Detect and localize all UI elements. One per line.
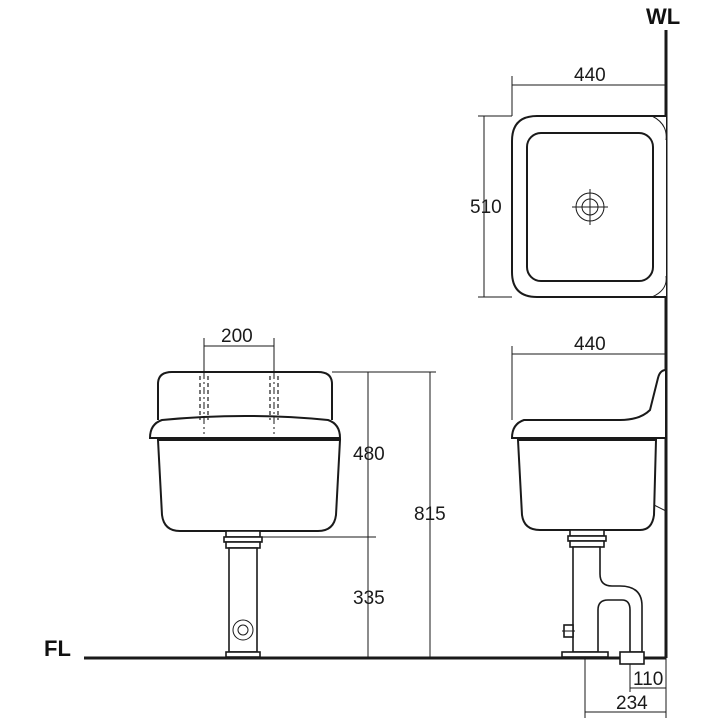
front-floor-to-basin-value: 335 <box>353 588 385 609</box>
side-trap-offset-dimension: 110 <box>629 664 666 692</box>
front-total-height-value: 815 <box>414 504 446 525</box>
front-total-height-dimension: 815 <box>376 371 446 658</box>
side-view: 440 110 234 <box>510 334 667 718</box>
wall-label: WL <box>646 4 680 29</box>
side-trap-foot <box>619 651 645 665</box>
front-tap-spacing-dimension: 200 <box>203 326 275 372</box>
front-view: 200 480 335 815 <box>148 326 446 658</box>
side-basin-body <box>516 439 658 531</box>
front-tap-spacing-value: 200 <box>221 326 253 347</box>
top-view: 440 510 <box>470 65 667 298</box>
side-width-value: 440 <box>574 334 606 355</box>
top-width-dimension: 440 <box>511 65 666 116</box>
top-depth-dimension: 510 <box>470 115 512 298</box>
side-width-dimension: 440 <box>511 334 666 420</box>
front-basin-rim <box>148 415 342 439</box>
side-trap-depth-dimension: 234 <box>584 658 667 718</box>
top-depth-value: 510 <box>470 197 502 218</box>
front-tap-holes <box>199 372 279 434</box>
front-waste-fitting <box>223 530 263 549</box>
side-cleanout-icon <box>562 624 575 638</box>
front-basin-backsplash <box>157 371 333 420</box>
side-waste-fitting <box>567 529 607 548</box>
side-trap-pipe <box>572 546 643 653</box>
front-cleanout-icon <box>232 619 254 641</box>
front-basin-height-value: 480 <box>353 444 385 465</box>
side-trap-offset-value: 110 <box>633 669 663 690</box>
front-height-chain-dimension: 480 335 <box>262 371 385 658</box>
front-basin-body <box>156 439 342 532</box>
side-trap-depth-value: 234 <box>616 693 648 714</box>
side-wall-bracket <box>653 504 667 512</box>
side-basin-rim <box>510 368 667 439</box>
front-drain-pipe <box>228 547 258 653</box>
top-view-wall-rim <box>651 115 667 298</box>
top-view-drain-icon <box>572 189 608 225</box>
floor-label: FL <box>44 636 71 661</box>
top-width-value: 440 <box>574 65 606 86</box>
